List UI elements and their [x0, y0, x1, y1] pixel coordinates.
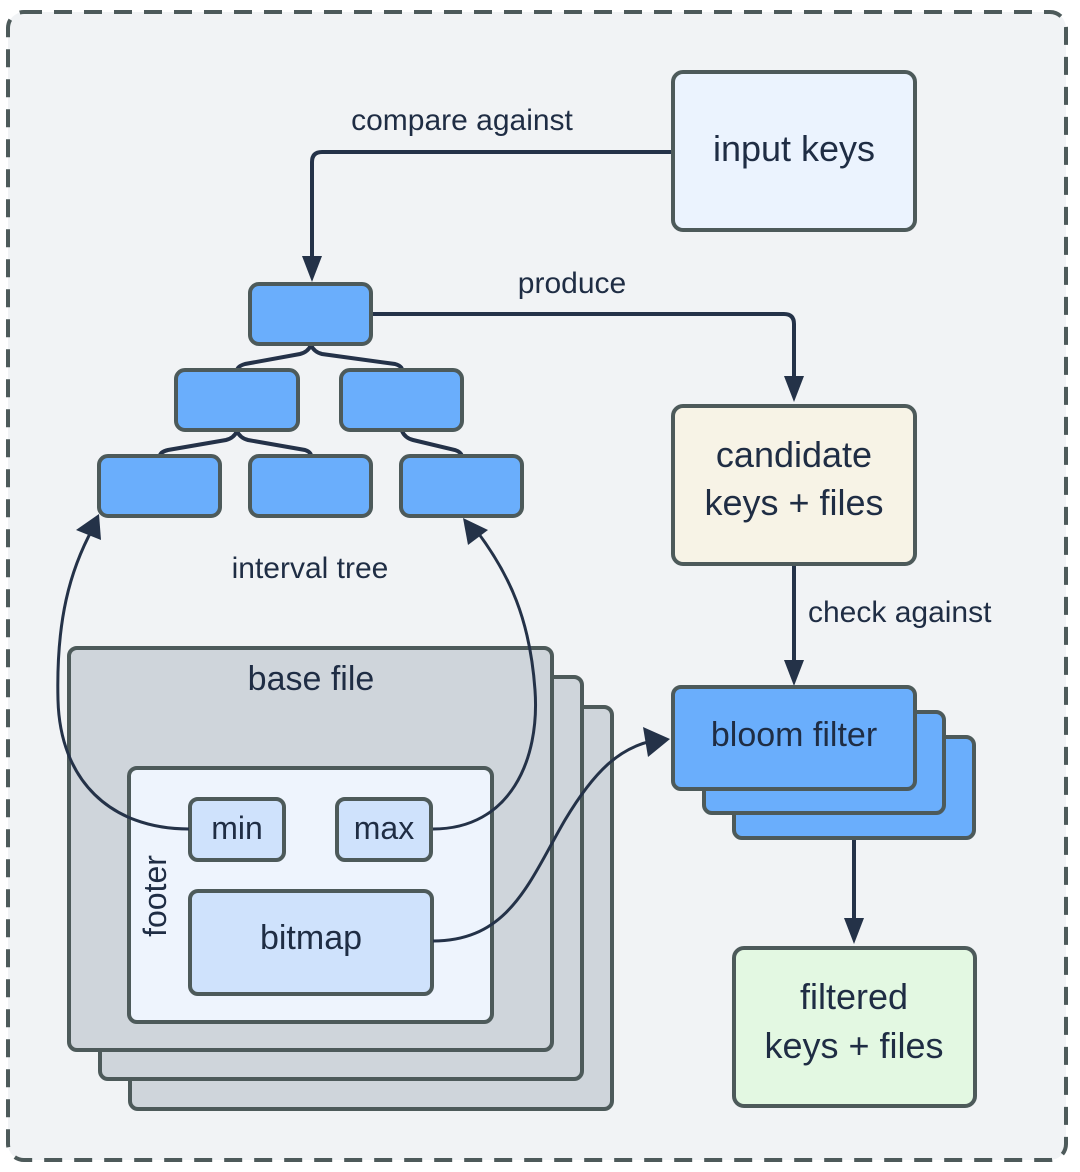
interval-tree-label: interval tree — [232, 552, 389, 585]
bloom-filter-stack: bloom filter — [671, 685, 976, 840]
edge-compare-against — [310, 150, 672, 262]
node-input-keys: input keys — [671, 70, 917, 232]
arrowhead-min-to-tree — [76, 514, 101, 540]
arrowhead-produce — [784, 376, 804, 402]
tree-node-l1-right — [339, 368, 464, 432]
arrowhead-max-to-tree — [463, 518, 488, 545]
tree-edges — [158, 344, 464, 457]
bitmap-label: bitmap — [260, 919, 362, 957]
base-file-label: base file — [248, 660, 375, 698]
interval-tree — [97, 282, 524, 518]
edge-bitmap-to-bloom — [432, 739, 653, 943]
footer-label: footer — [137, 855, 173, 937]
edge-label-compare-against: compare against — [351, 104, 573, 137]
node-candidate-keys-files: candidate keys + files — [671, 404, 917, 566]
tree-node-root — [248, 282, 373, 346]
min-box — [188, 797, 286, 862]
edge-min-to-tree — [56, 527, 190, 831]
max-label: max — [354, 810, 414, 846]
arrowhead-bitmap-to-bloom — [643, 727, 670, 757]
bloom-filter-front — [671, 685, 917, 791]
filtered-label-line1: filtered — [800, 976, 908, 1017]
arrowhead-bloom-to-filtered — [844, 918, 864, 944]
edge-label-produce: produce — [518, 267, 626, 300]
node-filtered-keys-files: filtered keys + files — [732, 946, 977, 1108]
edge-label-check-against: check against — [808, 596, 992, 629]
candidate-label-line2: keys + files — [704, 482, 883, 523]
max-box — [335, 797, 433, 862]
tree-node-l1-left — [174, 368, 300, 432]
input-keys-label: input keys — [713, 128, 875, 169]
bloom-filter-label: bloom filter — [711, 716, 877, 754]
base-file-stack: base file footer min max bitmap — [67, 646, 614, 1111]
tree-node-l2-a — [97, 454, 222, 518]
edge-produce — [371, 312, 796, 382]
tree-node-l2-b — [248, 454, 373, 518]
edge-max-to-tree — [432, 529, 538, 831]
candidate-label-line1: candidate — [716, 434, 872, 475]
arrowhead-compare-against — [302, 256, 322, 282]
tree-node-l2-c — [399, 454, 524, 518]
bitmap-box — [188, 889, 434, 996]
min-label: min — [211, 810, 263, 846]
arrowhead-check-against — [784, 660, 804, 686]
filtered-label-line2: keys + files — [764, 1025, 943, 1066]
